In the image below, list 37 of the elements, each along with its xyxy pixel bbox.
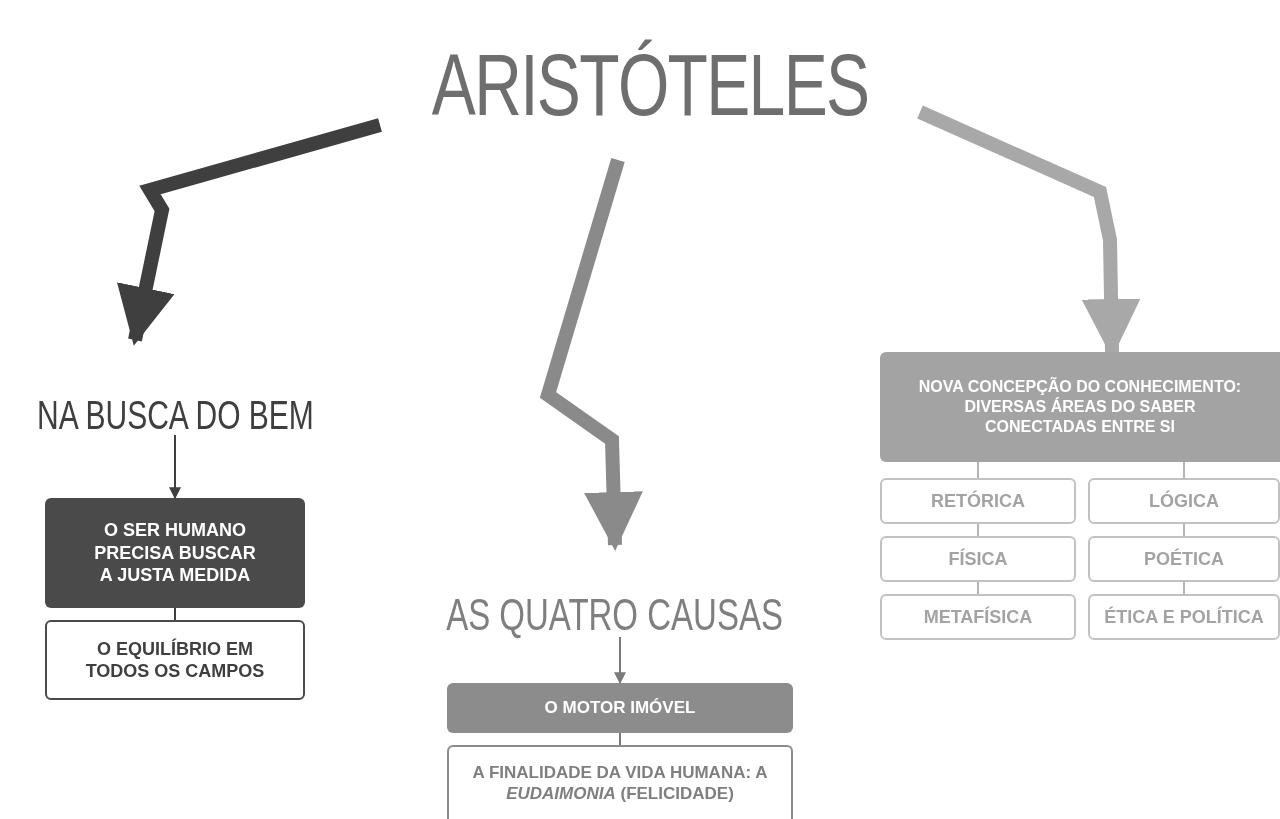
topic-box (1088, 536, 1280, 582)
box-text: METAFÍSICA (923, 605, 1033, 629)
connector-line (619, 732, 621, 746)
arrow (614, 636, 626, 685)
connector-line (977, 461, 979, 479)
section-heading: NA BUSCA DO BEM (36, 395, 314, 435)
topic-box (880, 478, 1076, 524)
arrow (539, 158, 643, 551)
topic-box (880, 536, 1076, 582)
section-heading: AS QUATRO CAUSAS (446, 593, 784, 637)
box-text: A FINALIDADE DA VIDA HUMANA: A EUDAIMONIA (FELICIDADE) (471, 761, 769, 805)
arrow (169, 434, 181, 500)
concept-box (45, 620, 305, 700)
box-text: FÍSICA (948, 547, 1008, 571)
box-text: O MOTOR IMÓVEL (544, 697, 696, 720)
topic-box (1088, 478, 1280, 524)
concept-box (880, 352, 1280, 462)
connector-line (977, 581, 979, 595)
connector-line (174, 607, 176, 621)
topic-box (880, 594, 1076, 640)
box-text: NOVA CONCEPÇÃO DO CONHECIMENTO: DIVERSAS ÁREAS DO SABER CONECTADAS ENTRE SI (917, 377, 1243, 437)
connector-line (977, 523, 979, 537)
box-text: POÉTICA (1144, 547, 1224, 571)
box-text: RETÓRICA (931, 489, 1025, 513)
box-text: O SER HUMANO PRECISA BUSCAR A JUSTA MEDIDA (93, 519, 257, 587)
connector-line (1183, 523, 1185, 537)
box-text: LÓGICA (1149, 489, 1219, 513)
concept-box (447, 683, 793, 733)
connector-line (1183, 581, 1185, 595)
connector-line (1183, 461, 1185, 479)
box-text: ÉTICA E POLÍTICA (1104, 605, 1264, 629)
topic-box (1088, 594, 1280, 640)
concept-box (45, 498, 305, 608)
box-text: O EQUILÍBRIO EM TODOS OS CAMPOS (84, 637, 266, 683)
title-heading: ARISTÓTELES (431, 41, 869, 129)
concept-box (447, 745, 793, 819)
arrow (117, 118, 382, 346)
